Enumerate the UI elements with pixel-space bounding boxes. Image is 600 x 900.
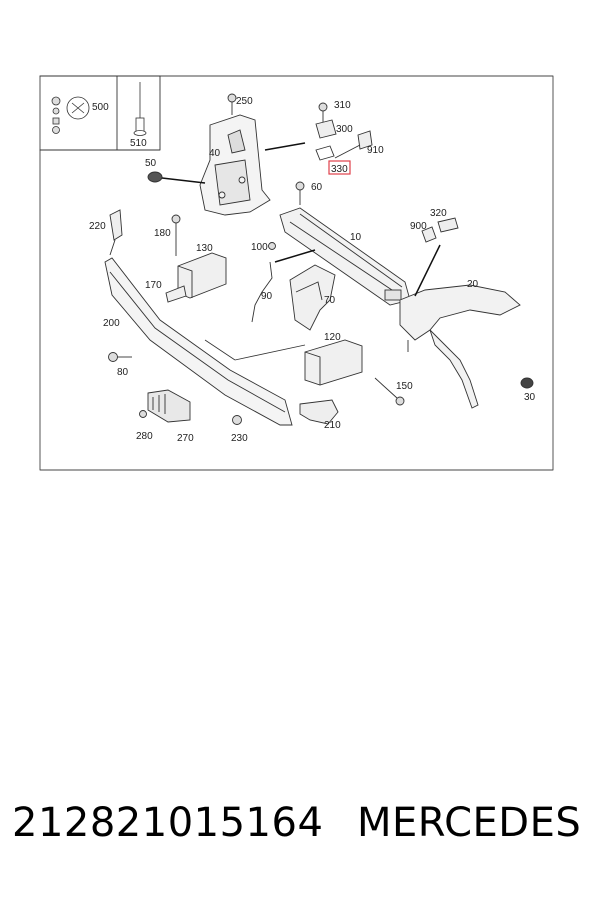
callout-900: 900	[410, 221, 427, 232]
diagram-frame	[39, 75, 554, 471]
inset-box	[39, 75, 161, 151]
callout-20: 20	[467, 279, 479, 290]
callout-210: 210	[324, 420, 341, 431]
callout-250: 250	[236, 96, 253, 107]
leader-line	[234, 344, 306, 361]
part-50-clip-icon	[147, 171, 206, 184]
callout-500: 500	[92, 102, 109, 113]
callout-910: 910	[367, 145, 384, 156]
callout-510: 510	[130, 138, 147, 149]
part-number: 212821015164	[12, 800, 324, 846]
callout-30: 30	[524, 392, 536, 403]
part-320-900-connector-icon	[421, 217, 459, 243]
callout-40: 40	[209, 148, 221, 159]
highlight-box-330	[328, 160, 351, 175]
callout-150: 150	[396, 381, 413, 392]
callout-180: 180	[154, 228, 171, 239]
part-210-bracket-icon	[299, 399, 339, 425]
brand-name: MERCEDES	[357, 800, 582, 846]
leader-line	[204, 339, 236, 361]
part-200-bumper-beam-icon	[104, 257, 293, 426]
footer: 212821015164 MERCEDES	[0, 800, 600, 860]
part-80-bolt-icon	[108, 352, 132, 362]
callout-90: 90	[261, 291, 273, 302]
part-180-bolt-icon	[171, 214, 181, 256]
callout-270: 270	[177, 433, 194, 444]
callout-80: 80	[117, 367, 129, 378]
part-270-280-grille-icon	[139, 389, 191, 423]
callout-200: 200	[103, 318, 120, 329]
part-120-bracket-icon	[304, 339, 363, 386]
part-30-grommet-icon	[520, 377, 534, 389]
callout-310: 310	[334, 100, 351, 111]
callout-10: 10	[350, 232, 362, 243]
callout-320: 320	[430, 208, 447, 219]
part-220-bracket-icon	[109, 209, 123, 256]
part-90-100-hose-icon	[251, 242, 316, 323]
callout-60: 60	[311, 182, 323, 193]
part-300-310-bracket-icon	[264, 102, 373, 161]
part-510-rivet-icon	[133, 82, 147, 136]
callout-330: 330	[331, 164, 348, 175]
part-70-bracket-icon	[289, 264, 336, 331]
part-500-bolts-icon	[51, 96, 90, 134]
callout-70: 70	[324, 295, 336, 306]
part-40-bracket-icon	[199, 93, 271, 216]
callout-300: 300	[336, 124, 353, 135]
callout-130: 130	[196, 243, 213, 254]
part-60-bolt-icon	[295, 181, 305, 205]
callout-50: 50	[145, 158, 157, 169]
part-230-bolt-icon	[232, 415, 242, 425]
callout-100: 100	[251, 242, 268, 253]
callout-220: 220	[89, 221, 106, 232]
callout-280: 280	[136, 431, 153, 442]
part-150-bolt-icon	[374, 377, 405, 406]
callout-120: 120	[324, 332, 341, 343]
callout-230: 230	[231, 433, 248, 444]
part-130-170-bracket-icon	[165, 252, 227, 303]
callout-170: 170	[145, 280, 162, 291]
part-20-side-bracket-icon	[399, 244, 521, 409]
